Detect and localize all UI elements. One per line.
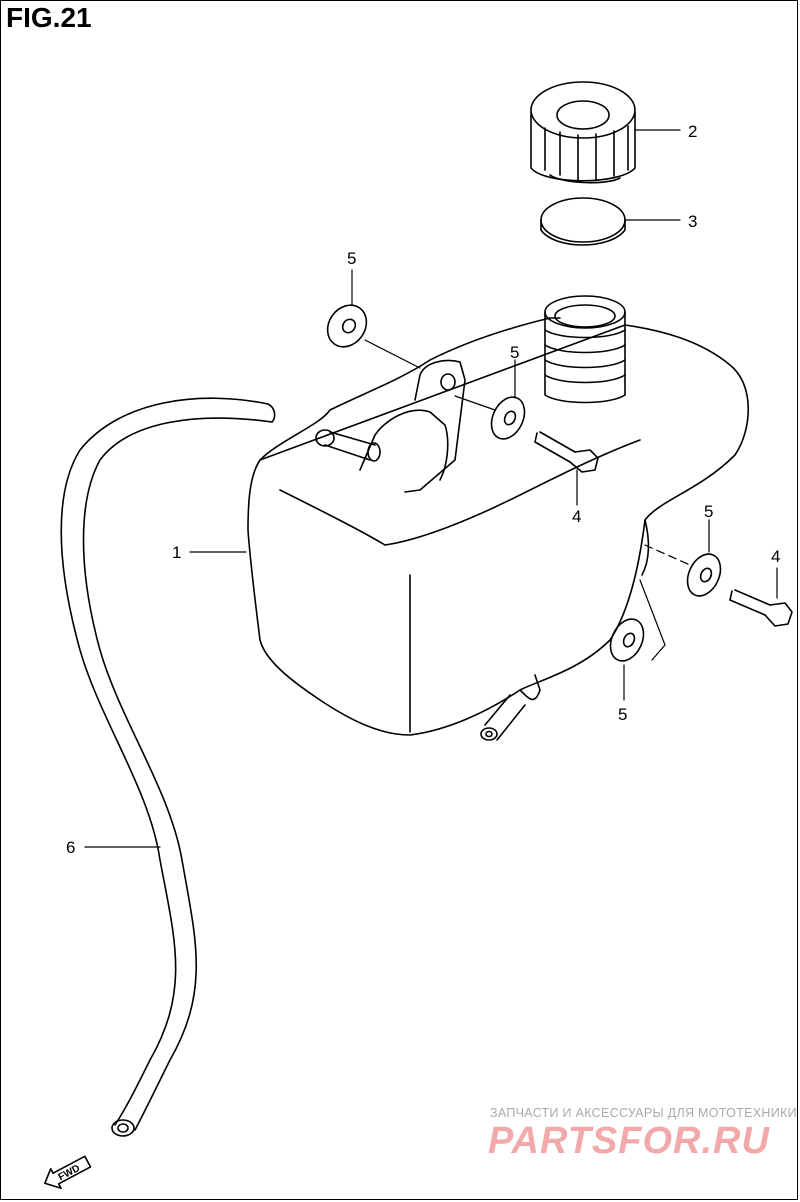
bolt-4a <box>534 431 599 473</box>
oil-tank <box>247 317 749 741</box>
callout-5d: 5 <box>618 705 627 724</box>
tank-cap <box>530 81 636 184</box>
callout-leaders <box>84 129 778 848</box>
callout-1: 1 <box>172 543 181 562</box>
callout-5a: 5 <box>347 249 356 268</box>
watermark-logo: PARTSFOR.RU <box>488 1120 770 1162</box>
washer-5a <box>326 304 368 348</box>
washer-5c <box>686 553 722 597</box>
upper-mount-bolt <box>315 429 381 462</box>
callout-3: 3 <box>688 212 697 231</box>
assembly-lines <box>364 339 691 661</box>
callout-5c: 5 <box>704 502 713 521</box>
washer-5b <box>490 396 526 440</box>
bolt-4b <box>729 589 793 627</box>
callout-4a: 4 <box>572 507 581 526</box>
fwd-arrow-icon: FWD <box>44 1155 92 1190</box>
callout-6: 6 <box>66 838 75 857</box>
callout-4b: 4 <box>771 547 780 566</box>
washer-5d <box>609 618 645 662</box>
callout-2: 2 <box>688 122 697 141</box>
hose <box>60 397 276 1137</box>
filler-neck <box>544 295 626 404</box>
cap-gasket <box>540 197 626 246</box>
callout-5b: 5 <box>510 343 519 362</box>
watermark-tagline: ЗАПЧАСТИ И АКСЕССУАРЫ ДЛЯ МОТОТЕХНИКИ <box>490 1106 797 1120</box>
fwd-label: FWD <box>57 1163 82 1183</box>
figure-title: FIG.21 <box>6 2 92 33</box>
